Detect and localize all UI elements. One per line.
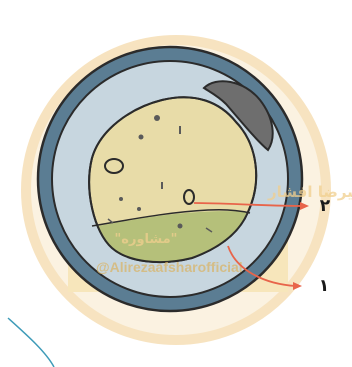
watermark-line2: "مشاوره" bbox=[115, 232, 178, 247]
label-2: ۲ bbox=[320, 196, 331, 216]
inclusion-dot-2 bbox=[139, 135, 144, 140]
watermark-handle: @Alirezaafsharofficial bbox=[96, 259, 243, 275]
inclusion-dot-1 bbox=[154, 115, 160, 121]
watermark-line1: مشاور ما : سیتار علیرضا افشار bbox=[267, 183, 352, 201]
inclusion-dot-3 bbox=[119, 197, 123, 201]
teal-arc bbox=[8, 318, 54, 367]
inclusion-dot-5 bbox=[137, 207, 141, 211]
label-1: ۱ bbox=[319, 276, 329, 296]
inclusion-dot-4 bbox=[178, 224, 183, 229]
